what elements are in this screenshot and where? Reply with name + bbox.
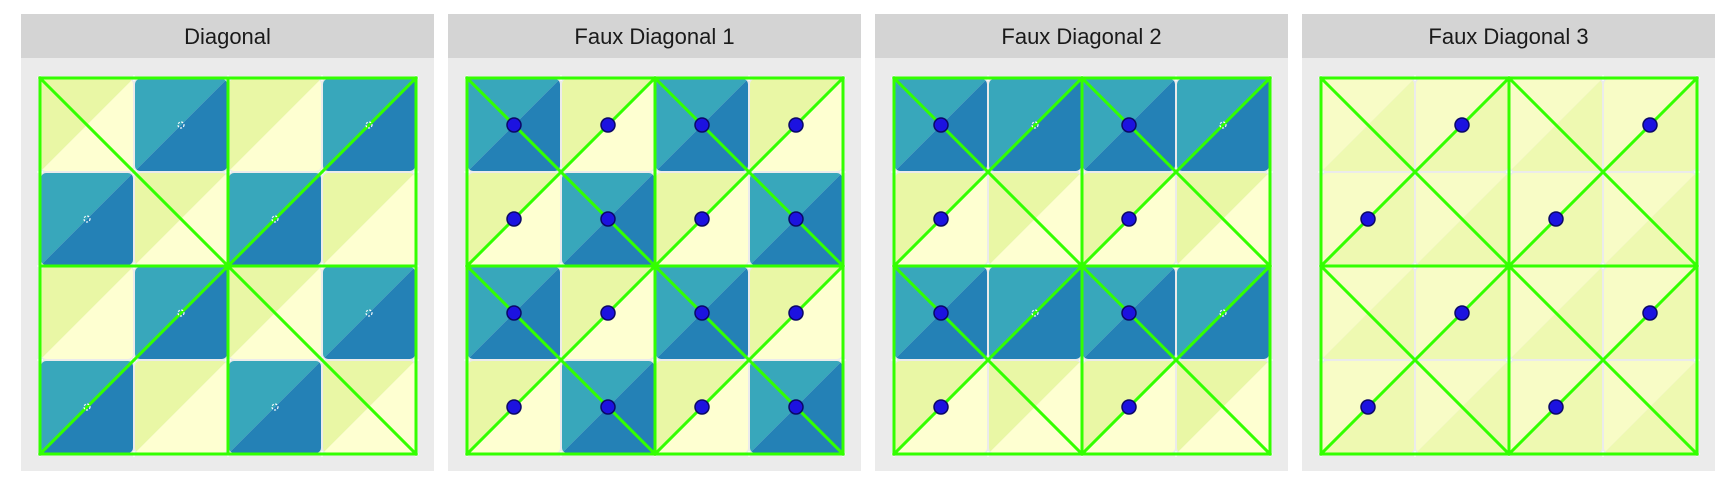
pattern-tile (229, 361, 321, 453)
center-dot (1454, 305, 1470, 321)
pattern-tile (323, 173, 415, 265)
center-dot (1454, 117, 1470, 133)
center-marker (1031, 309, 1039, 317)
pattern-tile (229, 79, 321, 171)
panel-pattern (464, 75, 846, 457)
block-diagonal (1506, 263, 1700, 457)
center-marker (271, 215, 279, 223)
block-diagonal (1318, 75, 1512, 269)
center-dot (1360, 211, 1376, 227)
center-dot (694, 211, 710, 227)
block-diagonal (225, 75, 419, 269)
center-dot (694, 117, 710, 133)
center-dot (788, 211, 804, 227)
block-diagonal (464, 75, 658, 269)
center-dot (1121, 399, 1137, 415)
tile-triangle-lower (323, 267, 415, 359)
center-dot (694, 399, 710, 415)
panel-title: Diagonal (184, 24, 271, 49)
center-marker (1219, 121, 1227, 129)
panel-strip (21, 14, 434, 58)
center-dot (600, 305, 616, 321)
pattern-tile (135, 79, 227, 171)
tile-triangle-lower (229, 79, 321, 171)
center-dot (788, 117, 804, 133)
block-diagonal (891, 263, 1085, 457)
block-diagonal (37, 263, 231, 457)
block-lines (37, 75, 419, 457)
center-marker (365, 121, 373, 129)
pattern-tile (323, 267, 415, 359)
center-dot (1360, 399, 1376, 415)
center-dot (506, 117, 522, 133)
pattern-tile (41, 267, 133, 359)
center-dot (933, 211, 949, 227)
panel-title: Faux Diagonal 3 (1428, 24, 1588, 49)
panel-title: Faux Diagonal 2 (1001, 24, 1161, 49)
tile-triangle-lower (41, 267, 133, 359)
panel-diagonal: Diagonal (21, 14, 434, 471)
tile-triangle-lower (135, 79, 227, 171)
center-dot (1548, 211, 1564, 227)
center-dot (600, 117, 616, 133)
center-marker (83, 403, 91, 411)
pattern-tile (41, 173, 133, 265)
center-dot (1121, 117, 1137, 133)
block-diagonal (37, 75, 231, 269)
center-marker (177, 309, 185, 317)
center-dot (933, 305, 949, 321)
center-dot (1548, 399, 1564, 415)
block-lines (891, 75, 1273, 457)
center-dot (1642, 305, 1658, 321)
center-dot (506, 305, 522, 321)
panel-title: Faux Diagonal 1 (574, 24, 734, 49)
center-dot (933, 117, 949, 133)
center-dot (788, 399, 804, 415)
panel-faux-diagonal-1: Faux Diagonal 1 (448, 14, 861, 471)
block-diagonal (225, 263, 419, 457)
center-marker (1219, 309, 1227, 317)
block-diagonal (1079, 75, 1273, 269)
panel-pattern (1318, 75, 1700, 457)
center-marker (365, 309, 373, 317)
center-dot (1121, 211, 1137, 227)
center-dot (600, 399, 616, 415)
tile-triangle-lower (323, 173, 415, 265)
center-dot (1121, 305, 1137, 321)
center-dot (694, 305, 710, 321)
center-marker (177, 121, 185, 129)
tile-triangle-lower (41, 173, 133, 265)
block-diagonal (1079, 263, 1273, 457)
center-marker (83, 215, 91, 223)
center-dot (506, 211, 522, 227)
pattern-tile (135, 361, 227, 453)
block-lines (464, 75, 846, 457)
panel-faux-diagonal-2: Faux Diagonal 2 (875, 14, 1288, 471)
block-diagonal (891, 75, 1085, 269)
tile-triangle-lower (229, 361, 321, 453)
block-diagonal (652, 75, 846, 269)
panel-strip (1302, 14, 1715, 58)
panel-strip (448, 14, 861, 58)
block-diagonal (652, 263, 846, 457)
center-dot (506, 399, 522, 415)
panel-pattern (891, 75, 1273, 457)
block-diagonal (464, 263, 658, 457)
tile-triangle-lower (135, 361, 227, 453)
center-marker (271, 403, 279, 411)
block-diagonal (1506, 75, 1700, 269)
center-dot (788, 305, 804, 321)
center-marker (1031, 121, 1039, 129)
panel-faux-diagonal-3: Faux Diagonal 3 (1302, 14, 1715, 471)
block-diagonal (1318, 263, 1512, 457)
center-dot (600, 211, 616, 227)
block-lines (1318, 75, 1700, 457)
center-dot (1642, 117, 1658, 133)
panel-pattern (37, 75, 419, 457)
center-dot (933, 399, 949, 415)
panel-strip (875, 14, 1288, 58)
